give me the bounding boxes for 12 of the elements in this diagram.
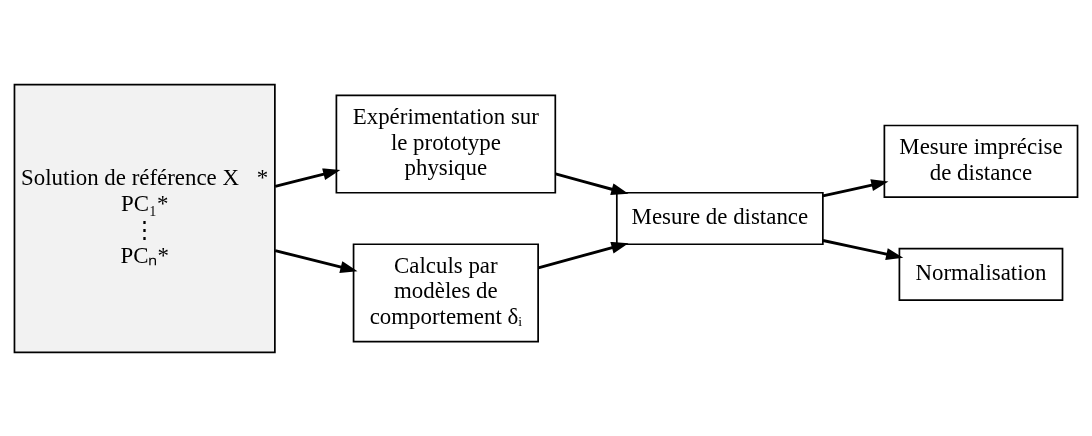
node-box: Expérimentation sur le prototype physique xyxy=(335,94,557,194)
arrow xyxy=(822,178,889,197)
node-box: Mesure de distance xyxy=(615,191,824,245)
arrow xyxy=(822,238,904,260)
node-box: Normalisation xyxy=(898,247,1064,301)
arrow xyxy=(274,167,341,188)
node-box: Solution de référence X⃗* PC₁* ⋮ PCₙ* xyxy=(13,83,276,353)
node-box: Mesure imprécise de distance xyxy=(883,124,1079,198)
arrow xyxy=(537,241,629,269)
node-box: Calculs par modèles de comportement δᵢ xyxy=(352,242,539,342)
arrow xyxy=(274,248,358,273)
arrow xyxy=(555,171,629,195)
